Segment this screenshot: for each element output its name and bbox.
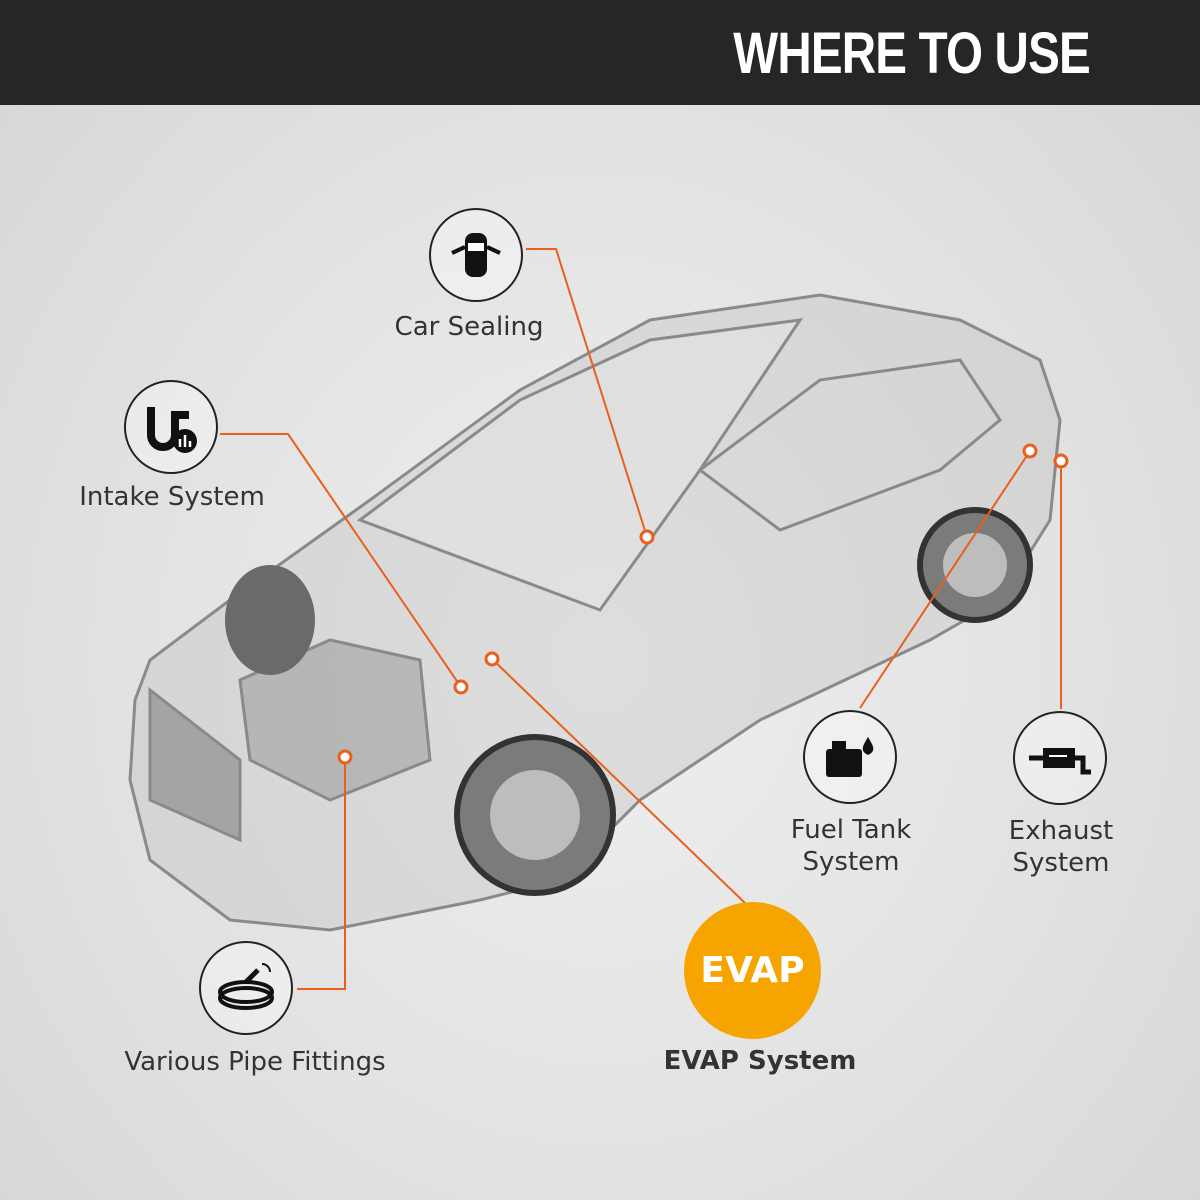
pipe-fittings-icon-button [199, 941, 293, 1035]
intake-pipe-icon [147, 407, 197, 453]
car-sealing-label: Car Sealing [394, 312, 544, 342]
fuel-tank-icon-button [803, 710, 897, 804]
intake-label: Intake System [79, 482, 265, 512]
evap-label: EVAP System [663, 1046, 857, 1076]
fuel-tank-icon [826, 737, 874, 777]
page-title: WHERE TO USE [733, 21, 1090, 86]
intake-icon-button [124, 380, 218, 474]
wheels [225, 507, 1033, 896]
car-door-icon [451, 233, 501, 277]
hotspot-dots [337, 443, 1069, 765]
exhaust-icon-button [1013, 711, 1107, 805]
leader-lines [220, 248, 1062, 990]
spare-wheel [225, 565, 315, 675]
pipe-fittings-label: Various Pipe Fittings [124, 1047, 386, 1077]
muffler-icon [1029, 748, 1091, 775]
header-bar: WHERE TO USE [0, 0, 1200, 105]
evap-badge: EVAP [684, 902, 821, 1039]
car-outline [128, 293, 1062, 932]
car-sealing-icon-button [429, 208, 523, 302]
hose-coil-icon [218, 963, 274, 1010]
